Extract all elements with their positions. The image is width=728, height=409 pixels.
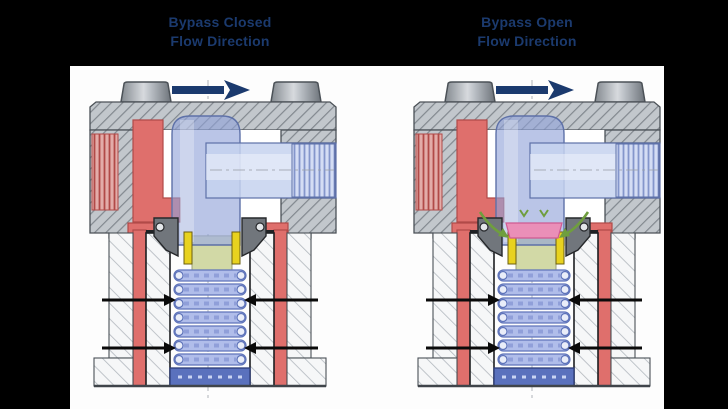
title-bypass-closed: Bypass Closed Flow Direction <box>169 13 272 51</box>
outer-housing <box>93 232 327 387</box>
seat-collars <box>153 217 267 258</box>
bypass-open-flow <box>478 209 590 239</box>
title-line-2: Flow Direction <box>477 33 577 49</box>
inlet-threads <box>91 133 119 211</box>
valve-diagram-bypass-closed <box>88 80 338 400</box>
spring <box>497 269 571 366</box>
pressure-arrow-icons <box>426 294 642 354</box>
seat-collars <box>477 217 591 258</box>
title-line-1: Bypass Open <box>481 14 573 30</box>
right-body-bottom <box>280 197 337 239</box>
inlet-threads <box>415 133 443 211</box>
flow-direction-arrow-icon <box>172 80 250 100</box>
diagram-panel <box>70 66 664 409</box>
mounting-bosses <box>444 81 646 103</box>
pressure-arrow-icons <box>102 294 318 354</box>
outer-housing <box>417 232 651 387</box>
flow-direction-arrow-icon <box>496 80 574 100</box>
valve-diagram-bypass-open <box>412 80 662 400</box>
mounting-bosses <box>120 81 322 103</box>
right-body-top <box>280 129 337 144</box>
spring <box>173 269 247 366</box>
spring-retainers <box>183 231 241 265</box>
right-body-top <box>604 129 661 144</box>
title-bypass-open: Bypass Open Flow Direction <box>477 13 576 51</box>
valve-cross-section <box>89 80 337 398</box>
valve-cross-section <box>413 80 661 398</box>
title-line-2: Flow Direction <box>170 33 270 49</box>
title-line-1: Bypass Closed <box>168 14 272 30</box>
right-body-bottom <box>604 197 661 239</box>
spring-cage <box>145 230 275 387</box>
